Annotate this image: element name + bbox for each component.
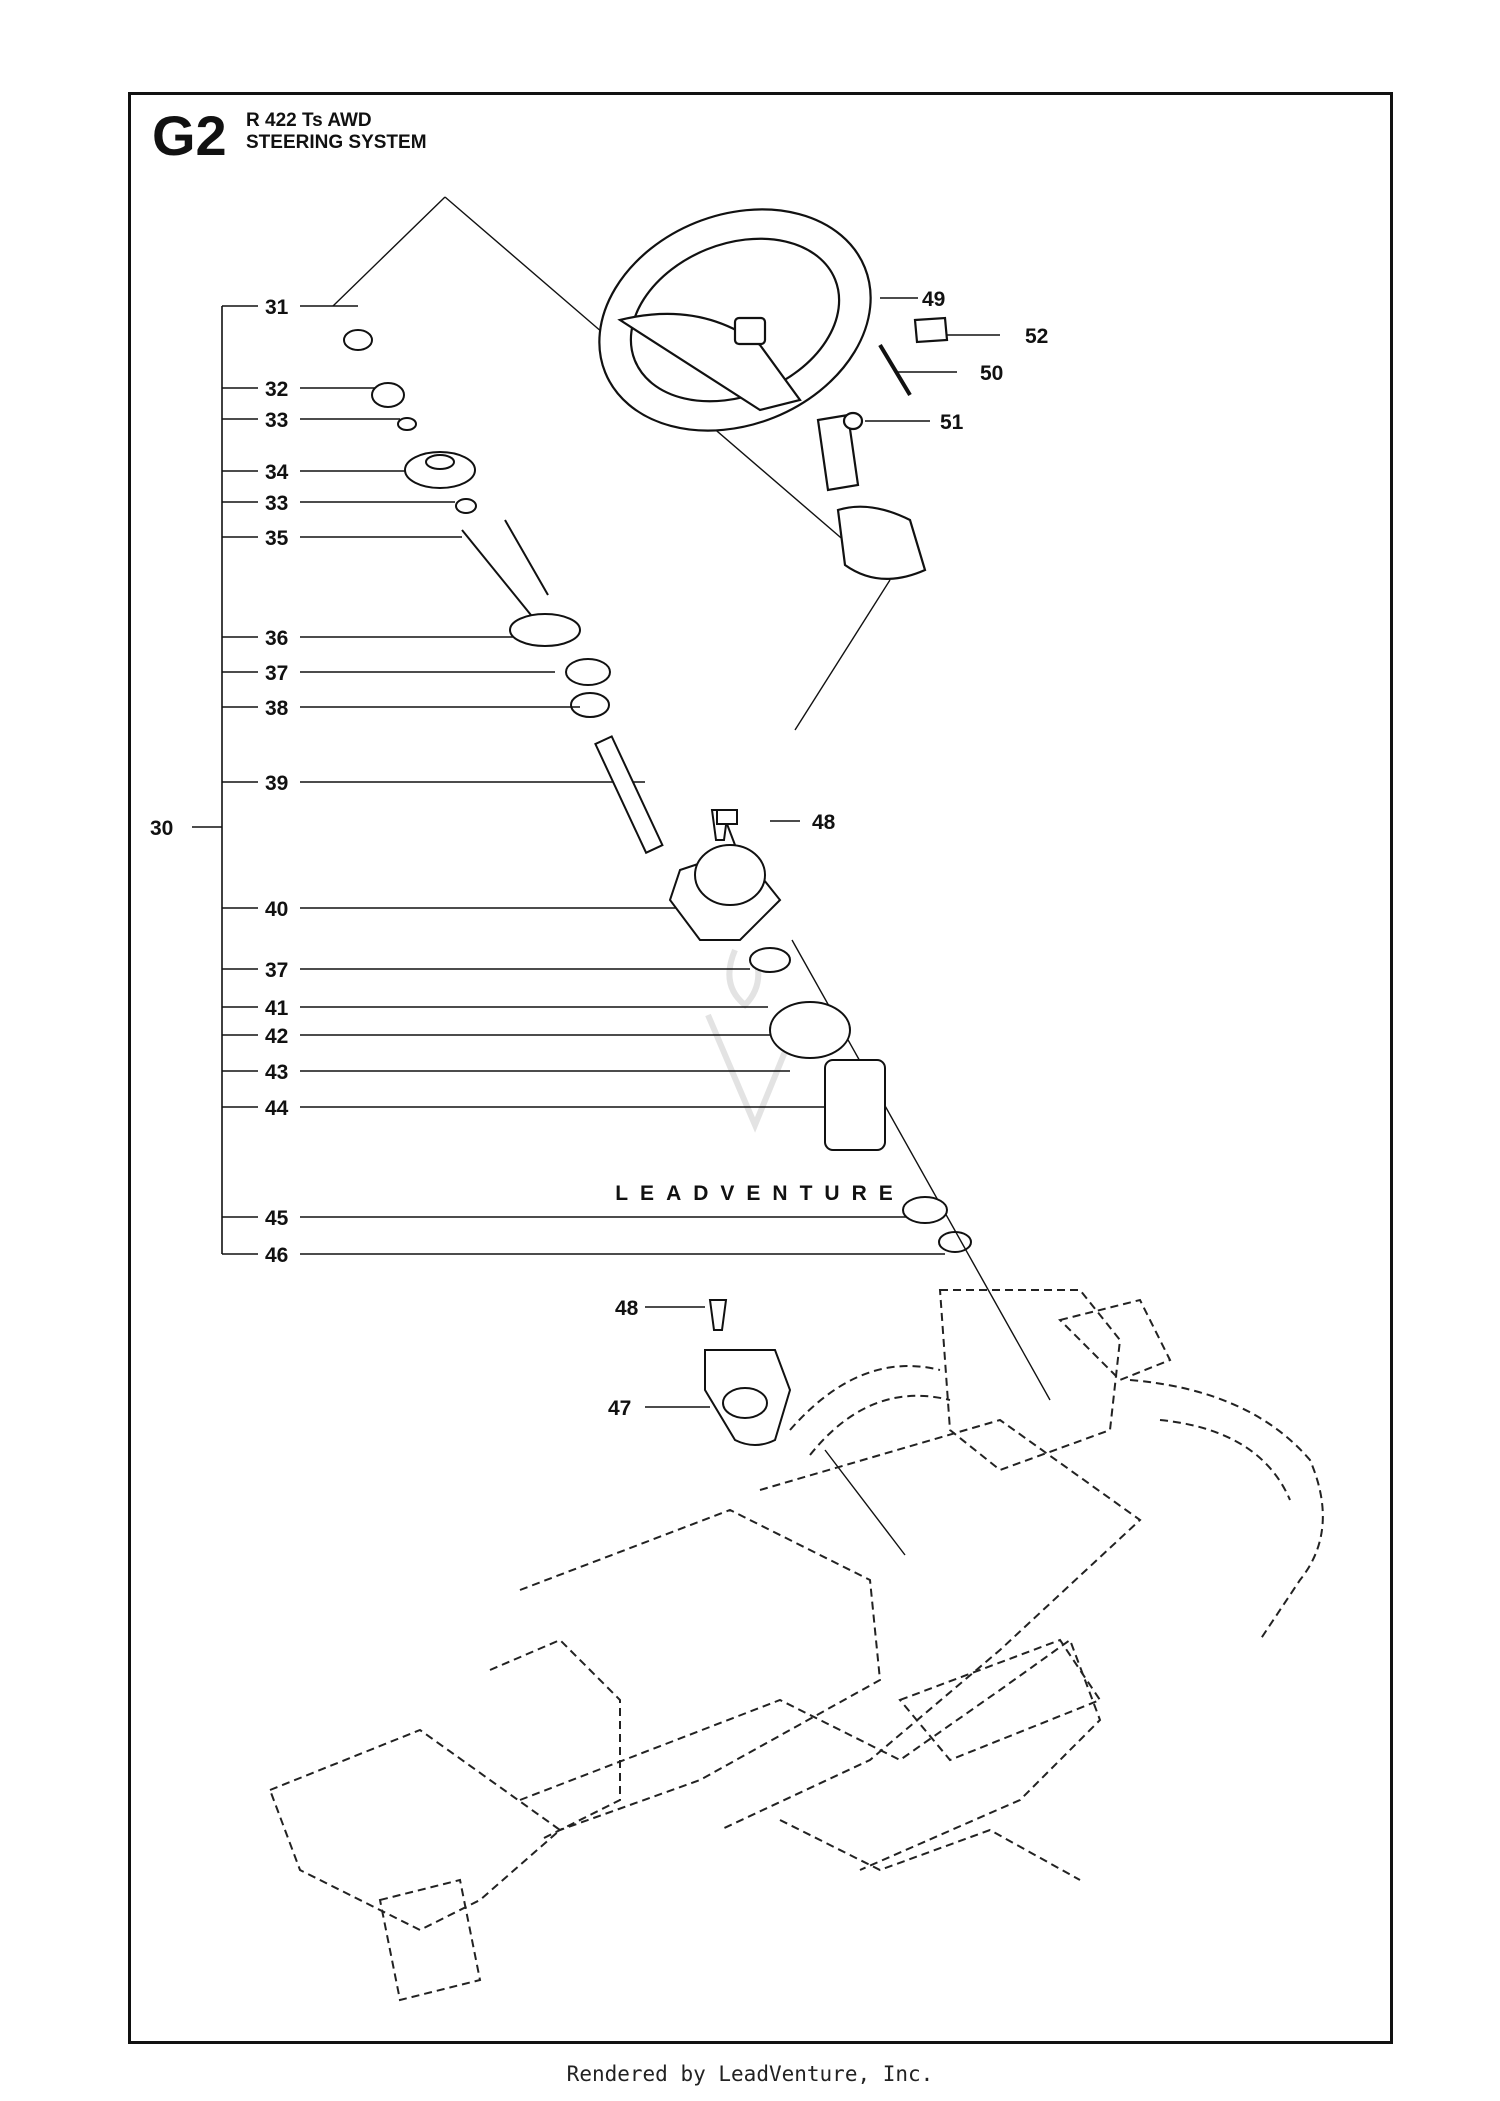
section-code: G2 <box>152 104 227 167</box>
watermark-text: LEADVENTURE <box>615 1182 905 1205</box>
bolt-48-upper <box>716 809 738 846</box>
callout-37: 37 <box>265 959 288 982</box>
callout-36: 36 <box>265 627 288 650</box>
system-title: STEERING SYSTEM <box>246 132 427 153</box>
callout-33: 33 <box>265 492 288 515</box>
model-title: R 422 Ts AWD <box>246 110 372 131</box>
callout-40: 40 <box>265 898 288 921</box>
callout-labels: 30 31 32 33 34 33 35 36 37 38 39 40 37 4… <box>150 288 1048 1420</box>
callout-34: 34 <box>265 461 289 484</box>
callout-49: 49 <box>922 288 945 311</box>
callout-35: 35 <box>265 527 289 550</box>
steering-wheel <box>598 208 949 580</box>
callout-33: 33 <box>265 409 288 432</box>
callout-37: 37 <box>265 662 288 685</box>
diagram-frame <box>128 92 1393 2044</box>
callout-50: 50 <box>980 362 1003 385</box>
group-30-bracket <box>192 306 223 1254</box>
callout-48: 48 <box>812 811 836 834</box>
callout-39: 39 <box>265 772 288 795</box>
callout-44: 44 <box>265 1097 289 1120</box>
callout-43: 43 <box>265 1061 288 1084</box>
callout-41: 41 <box>265 997 289 1020</box>
callout-52: 52 <box>1025 325 1048 348</box>
callout-30: 30 <box>150 817 173 840</box>
footer-credit: Rendered by LeadVenture, Inc. <box>566 2062 934 2086</box>
steering-column-parts <box>343 329 972 1446</box>
callout-48: 48 <box>615 1297 639 1320</box>
callout-47: 47 <box>608 1397 631 1420</box>
callout-38: 38 <box>265 697 289 720</box>
callout-51: 51 <box>940 411 964 434</box>
leader-lines <box>222 297 1000 1408</box>
callout-31: 31 <box>265 296 289 319</box>
callout-46: 46 <box>265 1244 288 1267</box>
callout-45: 45 <box>265 1207 289 1230</box>
callout-32: 32 <box>265 378 288 401</box>
callout-42: 42 <box>265 1025 288 1048</box>
tractor-frame <box>268 1289 1324 2002</box>
